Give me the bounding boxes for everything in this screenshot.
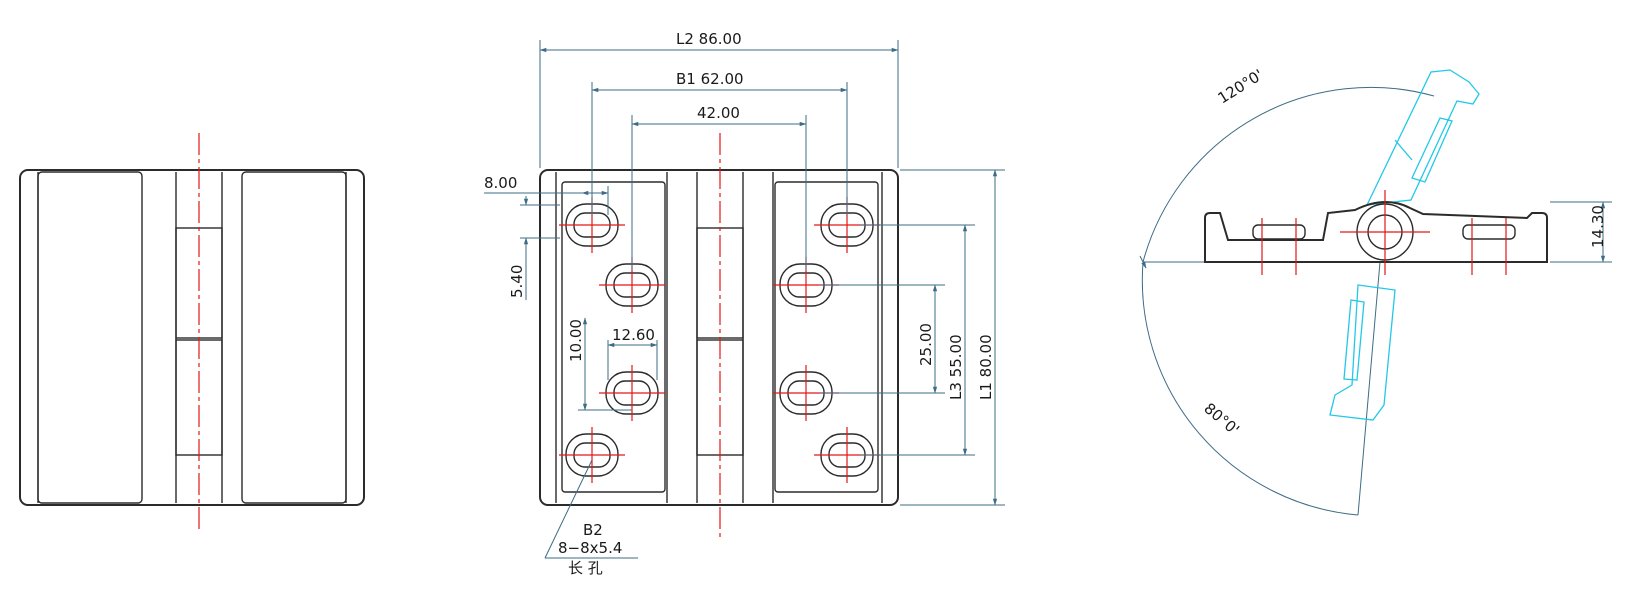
left-leaf <box>37 171 143 504</box>
dim-l3: L3 55.00 <box>947 334 965 400</box>
callout-spec: 8−8x5.4 <box>558 539 622 557</box>
ghost-leaf-upper <box>1365 69 1480 206</box>
dim-slot-pitch-v: 10.00 <box>567 319 585 362</box>
front-view-outline <box>539 169 899 506</box>
angle-open: 120°0' <box>1215 66 1267 108</box>
dim-slot-pitch-h: 12.60 <box>612 326 655 344</box>
dim-b1: B1 62.00 <box>676 70 744 88</box>
dim-slot-width: 8.00 <box>484 174 517 192</box>
ghost-leaf-lower <box>1329 284 1396 421</box>
back-view-outline <box>19 169 365 506</box>
dim-thickness: 14.30 <box>1589 205 1607 248</box>
hinge-profile <box>1204 190 1548 275</box>
front-right-leaf <box>774 181 879 493</box>
callout-note: 长 孔 <box>568 559 603 577</box>
back-view <box>19 133 365 530</box>
callout-label: B2 <box>583 521 603 539</box>
dim-25: 25.00 <box>917 323 935 366</box>
dim-inner-span: 42.00 <box>697 104 740 122</box>
front-view: L2 86.00 B1 62.00 42.00 8.00 5.40 10.00 … <box>484 30 1005 577</box>
right-leaf <box>241 171 347 504</box>
front-left-leaf <box>561 181 666 493</box>
arc-open <box>1142 86 1435 263</box>
dimension-lines <box>484 40 1005 559</box>
dim-slot-height: 5.40 <box>508 265 526 298</box>
rotation-view: 14.30 120°0' 80°0' <box>1139 66 1612 516</box>
dim-l1: L1 80.00 <box>977 334 995 400</box>
dim-l2: L2 86.00 <box>676 30 742 48</box>
angle-close: 80°0' <box>1200 399 1242 439</box>
arc-close <box>1141 261 1359 516</box>
